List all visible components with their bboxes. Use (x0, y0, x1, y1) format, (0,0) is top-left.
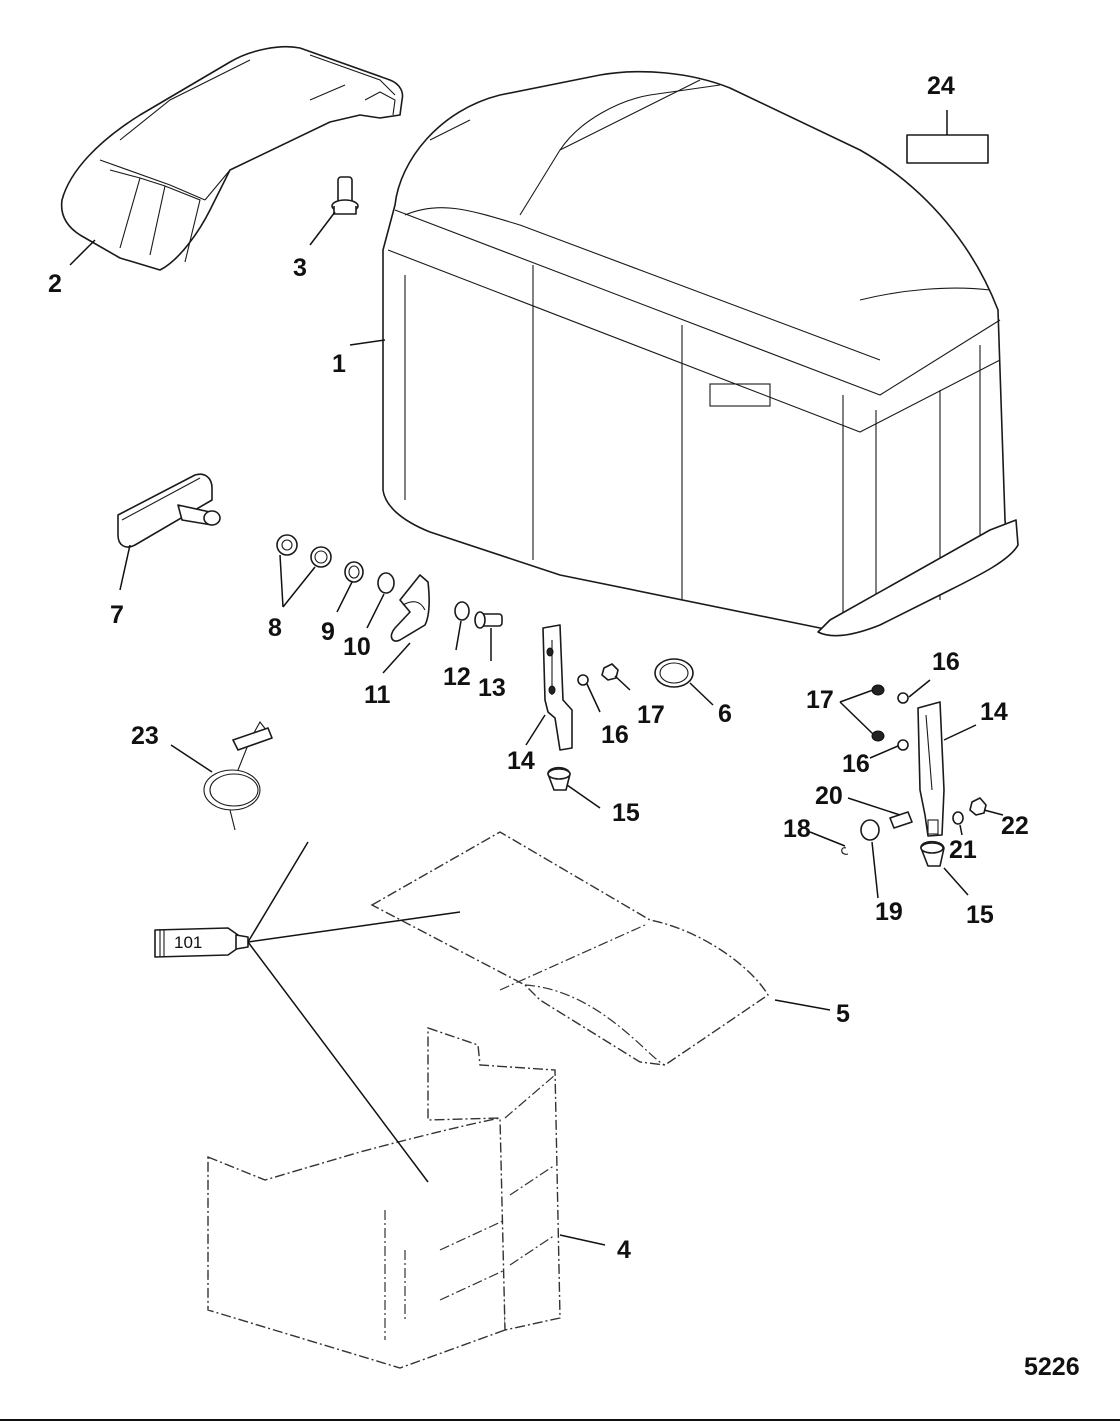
callout-labels: 1 2 3 4 5 6 7 8 9 10 11 12 13 14 14 15 1… (48, 72, 1080, 1381)
callout-17b: 17 (806, 686, 834, 714)
callout-17a: 17 (637, 701, 665, 729)
wire-harness-23 (203, 721, 273, 831)
callout-19: 19 (875, 898, 903, 926)
latch-handle-7 (117, 473, 221, 548)
callout-24: 24 (927, 72, 955, 100)
callout-14a: 14 (507, 747, 535, 775)
pad-5 (370, 831, 769, 1066)
tube-label: 101 (174, 933, 202, 952)
callout-13: 13 (478, 674, 506, 702)
decal-24 (906, 134, 989, 164)
callout-20: 20 (815, 782, 843, 810)
top-cowl (382, 70, 1019, 637)
panel-4 (207, 1027, 561, 1369)
callout-10: 10 (343, 633, 371, 661)
callout-15a: 15 (612, 799, 640, 827)
callout-23: 23 (131, 722, 159, 750)
callout-14b: 14 (980, 698, 1008, 726)
rear-cover (60, 45, 404, 271)
callout-8: 8 (268, 614, 282, 642)
callout-12: 12 (443, 663, 471, 691)
bracket-assembly-right (841, 684, 987, 867)
callout-5: 5 (836, 1000, 850, 1028)
callout-21: 21 (949, 836, 977, 864)
callout-6: 6 (718, 700, 732, 728)
callout-15b: 15 (966, 901, 994, 929)
figure-number: 5226 (1024, 1353, 1080, 1381)
callout-16b: 16 (932, 648, 960, 676)
callout-11: 11 (364, 681, 391, 709)
callout-2: 2 (48, 270, 62, 298)
callout-3: 3 (293, 254, 307, 282)
callout-18: 18 (783, 815, 811, 843)
leader-lines (69, 110, 1004, 1246)
callout-4: 4 (617, 1236, 631, 1264)
bracket-assembly-left (542, 624, 694, 791)
callout-16a: 16 (601, 721, 629, 749)
bolt-3 (331, 176, 359, 215)
sealant-tube-101: 101 (154, 927, 249, 958)
callout-22: 22 (1001, 812, 1029, 840)
hardware-row (276, 534, 503, 642)
callout-16c: 16 (842, 750, 870, 778)
callout-7: 7 (110, 601, 124, 629)
callout-1: 1 (332, 350, 346, 378)
callout-9: 9 (321, 618, 335, 646)
